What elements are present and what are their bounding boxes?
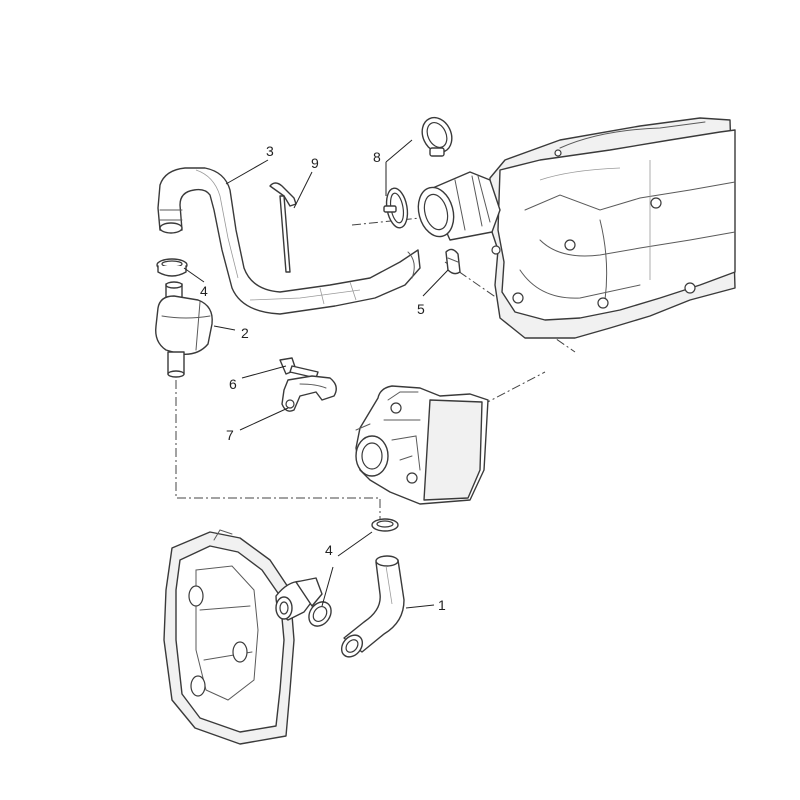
callout-6: 6 [229,376,237,392]
hose-clip-5 [445,248,461,275]
callout-1: 1 [438,597,446,613]
callout-7: 7 [226,427,234,443]
breather-separator-2 [155,281,213,378]
callout-8: 8 [373,149,381,165]
callout-2: 2 [241,325,249,341]
leader-lines [183,139,449,609]
cylinder-head-cover [163,529,323,745]
callout-3: 3 [266,143,274,159]
intake-sleeve [417,171,501,241]
hose-clamp-8 [383,116,453,229]
callout-labels: 1 2 3 4 4 5 6 7 8 9 [200,143,446,613]
callout-4-lower: 4 [325,542,333,558]
air-box [487,117,736,339]
bolt-6 [279,357,319,379]
cable-tie-9 [269,182,297,273]
hose-clamp-4-upper [156,258,188,277]
callout-9: 9 [311,155,319,171]
callout-5: 5 [417,301,425,317]
callout-4-upper: 4 [200,283,208,299]
breather-hose-3 [157,167,421,315]
breather-hose-1 [340,555,405,658]
throttle-body [355,385,489,505]
hose-clamp-4-cover [308,601,332,627]
bracket-7 [281,375,337,412]
hose-clamp-4-lower [371,518,399,532]
